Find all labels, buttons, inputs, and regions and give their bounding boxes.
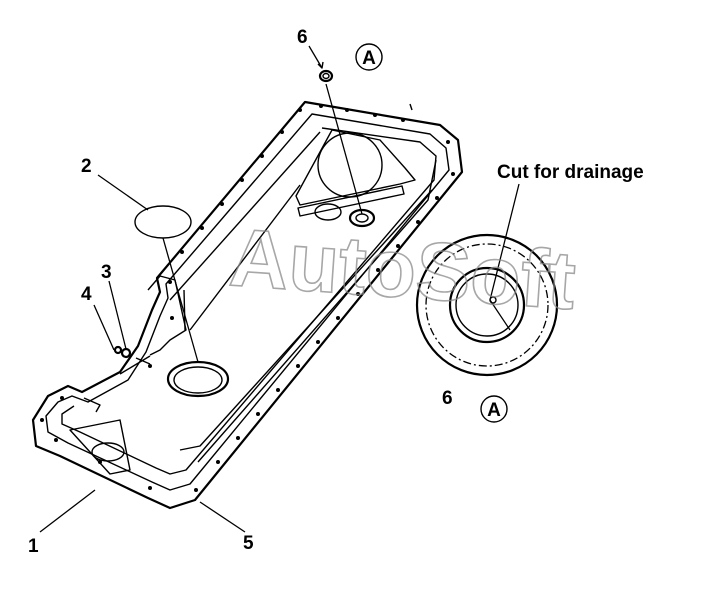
detail-marker-a-top-letter: A [362, 48, 376, 69]
callout-6-top: 6 [297, 27, 308, 48]
detail-marker-a-top: A [355, 43, 383, 71]
flange-bolt-holes [40, 104, 455, 492]
detail-marker-a-view: A [480, 395, 508, 423]
washer-detail-view [415, 183, 559, 377]
callout-1: 1 [28, 536, 39, 557]
drain-washer-top [318, 69, 363, 215]
detail-marker-a-view-letter: A [487, 400, 501, 421]
callout-4: 4 [81, 284, 92, 305]
callout-2: 2 [81, 156, 92, 177]
leader-lines [39, 45, 324, 533]
callout-6-detail: 6 [442, 388, 453, 409]
cover-plate [134, 205, 199, 363]
cut-for-drainage-label: Cut for drainage [497, 162, 644, 183]
callout-5: 5 [243, 533, 254, 554]
callout-3: 3 [101, 262, 112, 283]
watermark-text: AutoSoft [227, 212, 579, 327]
oil-pan [31, 100, 464, 510]
